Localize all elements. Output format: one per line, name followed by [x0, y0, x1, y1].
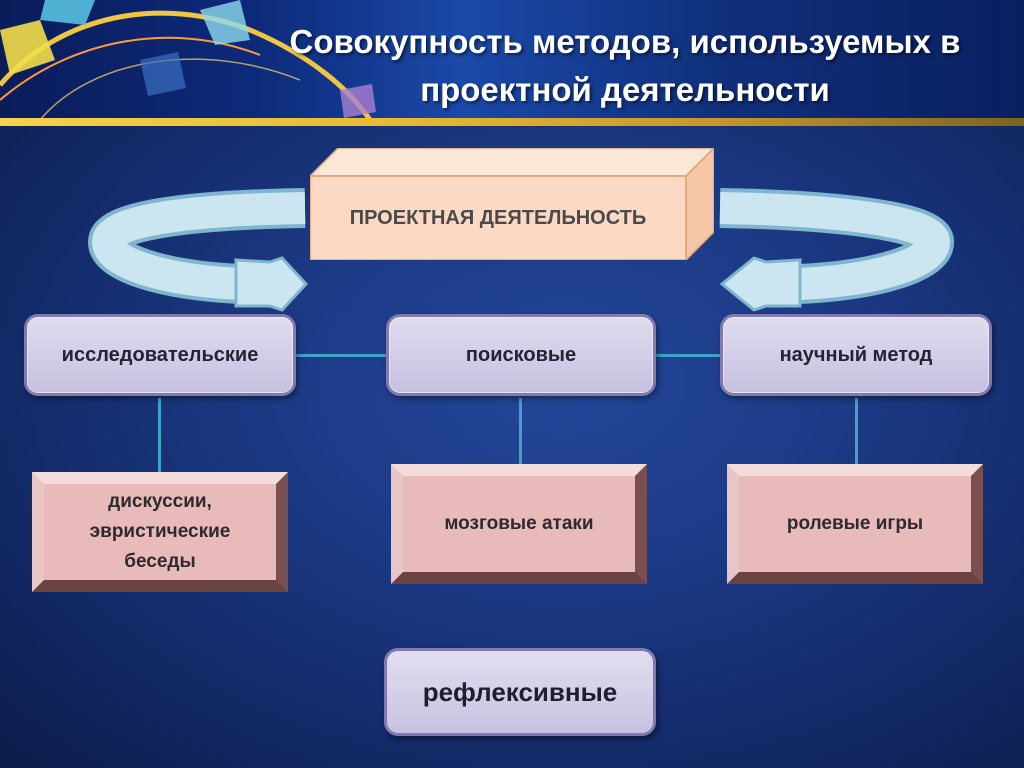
- slide-title: Совокупность методов, используемых в про…: [289, 23, 961, 108]
- technique-brainstorming: мозговые атаки: [391, 464, 647, 584]
- connector-v-left: [158, 398, 161, 474]
- technique-discussions: дискуссии, эвристические беседы: [32, 472, 288, 592]
- method-research: исследовательские: [24, 314, 296, 396]
- project-activity-label: ПРОЕКТНАЯ ДЕЯТЕЛЬНОСТЬ: [349, 206, 647, 229]
- box-3d-shape: [310, 148, 714, 260]
- left-curved-arrow: [87, 188, 309, 312]
- connector-v-center: [519, 398, 522, 466]
- slide-header: Совокупность методов, используемых в про…: [0, 0, 1024, 120]
- connector-h-left: [294, 354, 388, 357]
- method-scientific: научный метод: [720, 314, 992, 396]
- project-activity-box: ПРОЕКТНАЯ ДЕЯТЕЛЬНОСТЬ: [310, 148, 714, 260]
- header-accent-bar: [0, 118, 1024, 126]
- right-curved-arrow: [719, 188, 955, 312]
- decorative-graphic: [0, 0, 376, 120]
- connector-h-right: [654, 354, 722, 357]
- method-search: поисковые: [386, 314, 656, 396]
- method-reflexive: рефлексивные: [384, 648, 656, 736]
- connector-v-right: [855, 398, 858, 466]
- technique-role-games: ролевые игры: [727, 464, 983, 584]
